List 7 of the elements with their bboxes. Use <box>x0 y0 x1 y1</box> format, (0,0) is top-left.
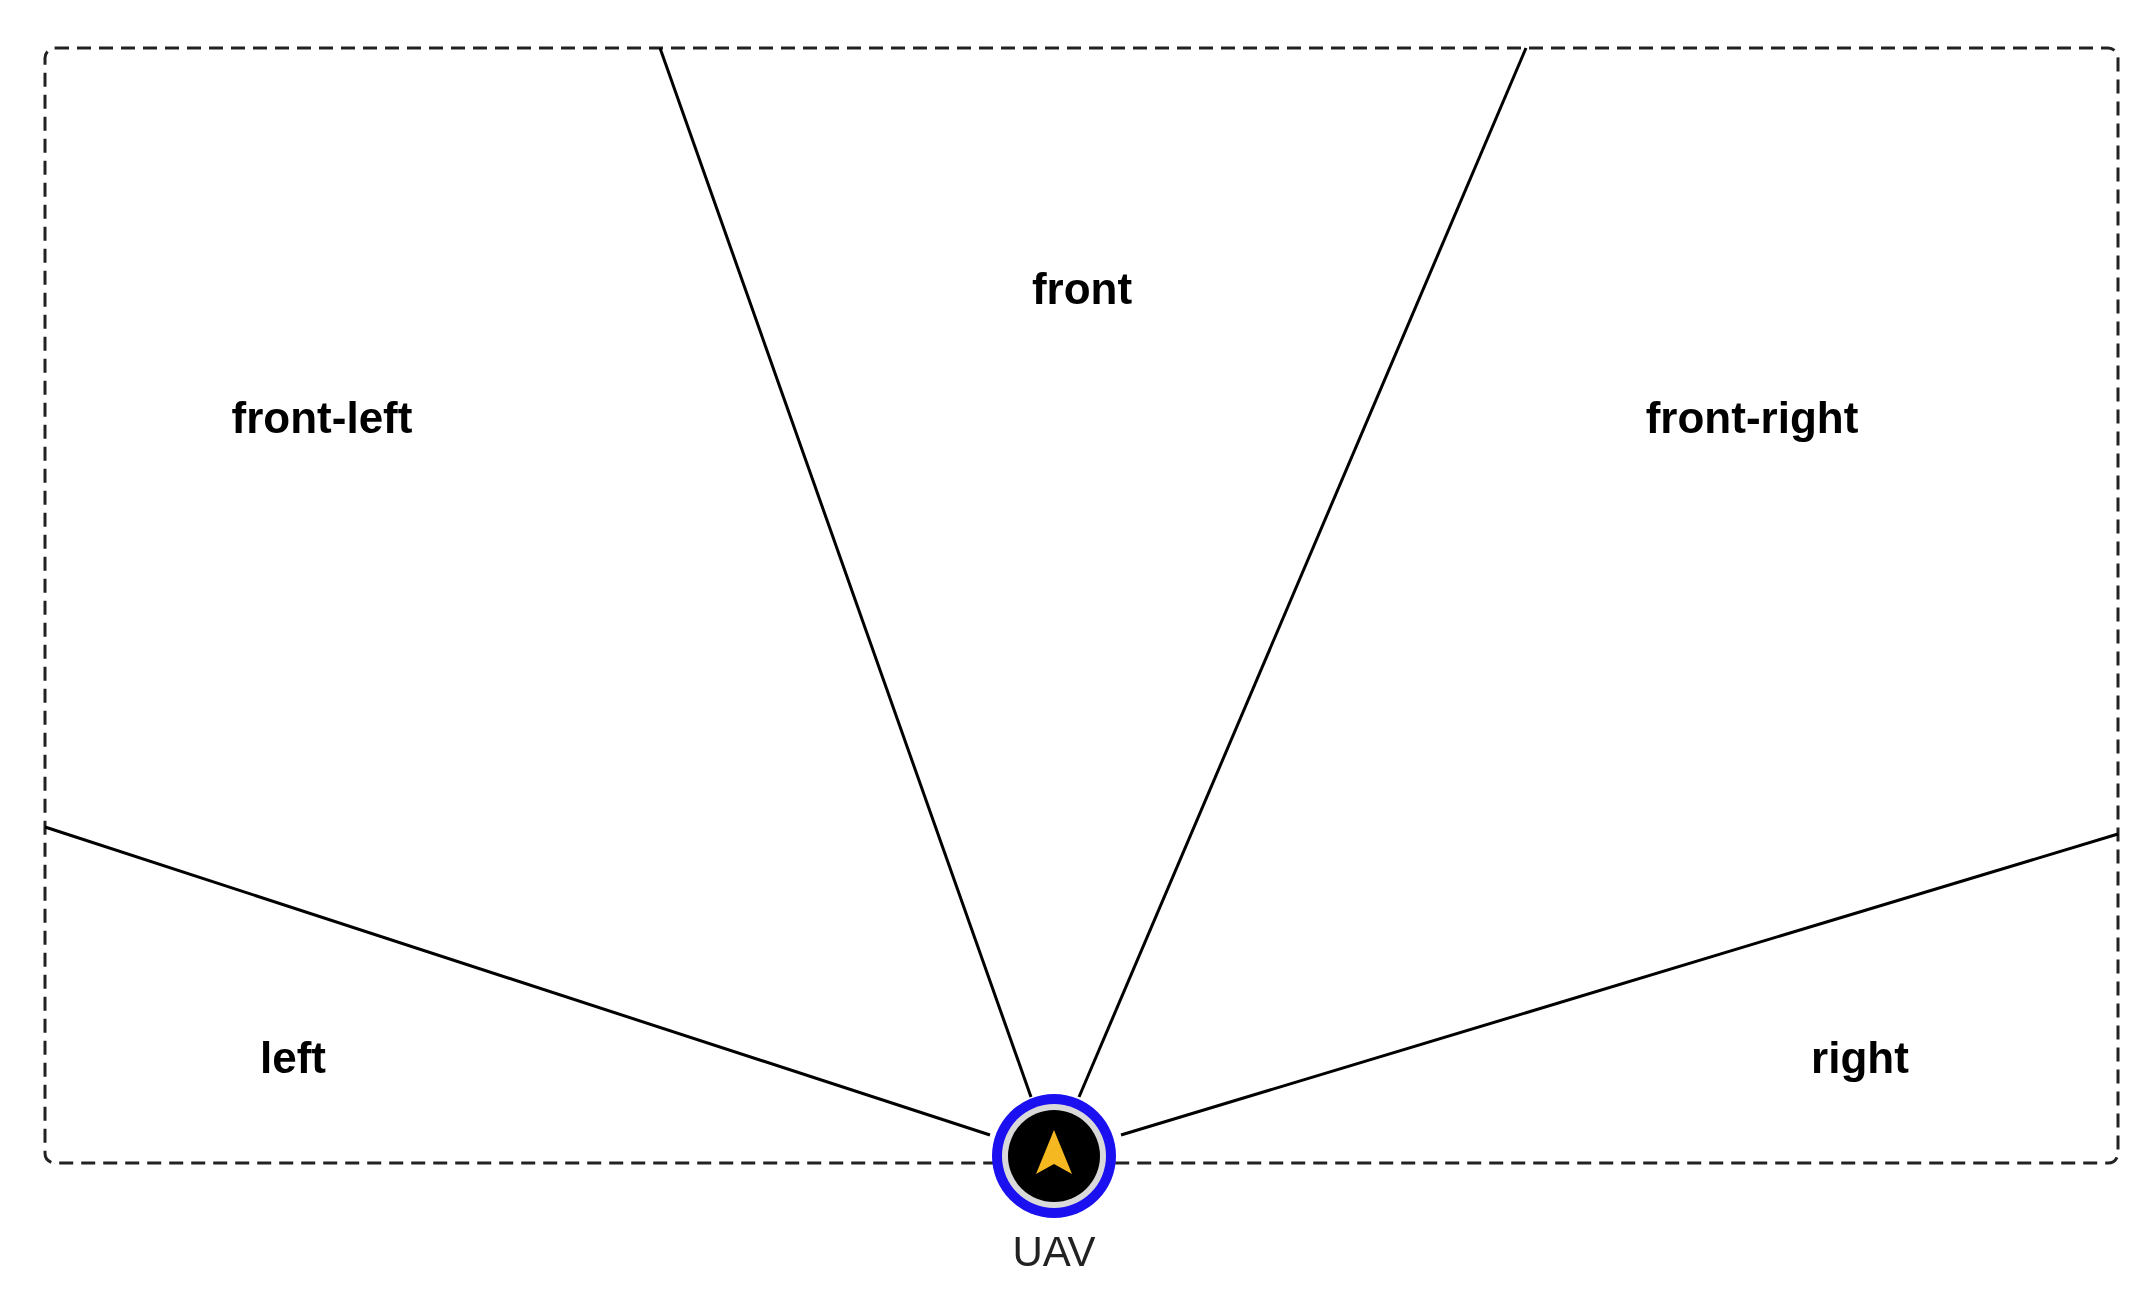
uav-icon <box>992 1094 1116 1218</box>
sector-label: right <box>1811 1033 1909 1083</box>
sector-label: front <box>1031 264 1133 314</box>
node-caption: UAV <box>1012 1228 1096 1276</box>
sector-label: left <box>260 1033 326 1083</box>
sector-label: front-right <box>1645 393 1859 443</box>
sector-label: front-left <box>231 393 413 443</box>
